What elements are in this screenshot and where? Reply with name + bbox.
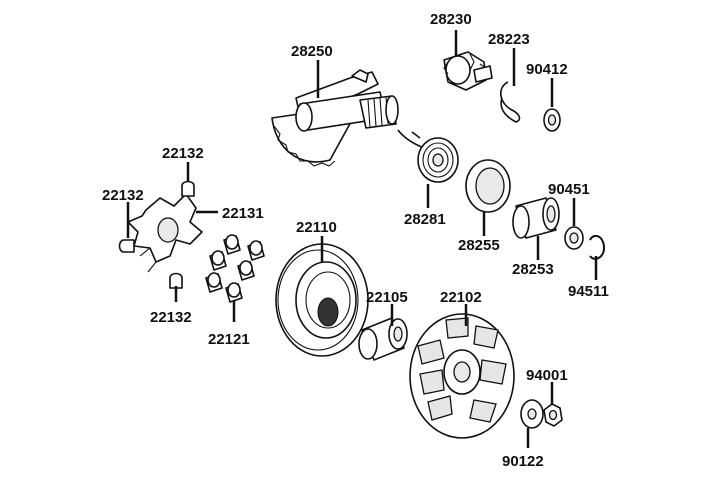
label-90451: 90451	[548, 181, 590, 198]
label-22102: 22102	[440, 289, 482, 306]
label-28230: 28230	[430, 11, 472, 28]
slider-piece-left-part	[118, 239, 135, 253]
variator-pulley-part	[275, 243, 369, 357]
washer-90412-part	[543, 108, 561, 132]
label-28250: 28250	[291, 43, 333, 60]
label-90122: 90122	[502, 453, 544, 470]
slider-piece-bottom-part	[169, 272, 183, 289]
label-22121: 22121	[208, 331, 250, 348]
label-22132-left: 22132	[102, 187, 144, 204]
label-22131: 22131	[222, 205, 264, 222]
label-22132-bottom: 22132	[150, 309, 192, 326]
clip-spring-part	[500, 81, 521, 123]
slider-piece-top-part	[181, 180, 195, 197]
washer-90451-part	[564, 226, 584, 250]
seal-ring-part	[465, 159, 511, 213]
weight-rollers-part	[205, 234, 265, 303]
label-22132-top: 22132	[162, 145, 204, 162]
label-22105: 22105	[366, 289, 408, 306]
label-28255: 28255	[458, 237, 500, 254]
label-22110: 22110	[296, 219, 337, 236]
label-94511: 94511	[568, 283, 609, 300]
label-28223: 28223	[488, 31, 530, 48]
label-28253: 28253	[512, 261, 554, 278]
label-28281: 28281	[404, 211, 446, 228]
circlip-part	[589, 234, 606, 260]
washer-90122-part	[520, 399, 544, 429]
boss-spacer-part	[358, 317, 408, 361]
drive-fan-part	[409, 313, 515, 439]
ramp-plate-part	[127, 193, 203, 273]
kick-starter-shaft-part	[271, 69, 399, 167]
nut-94001-part	[543, 403, 563, 427]
bushing-28253-part	[512, 197, 560, 239]
torsion-spring-part	[397, 129, 459, 183]
label-90412: 90412	[526, 61, 568, 78]
label-94001: 94001	[526, 367, 568, 384]
driven-gear-part	[443, 51, 493, 91]
